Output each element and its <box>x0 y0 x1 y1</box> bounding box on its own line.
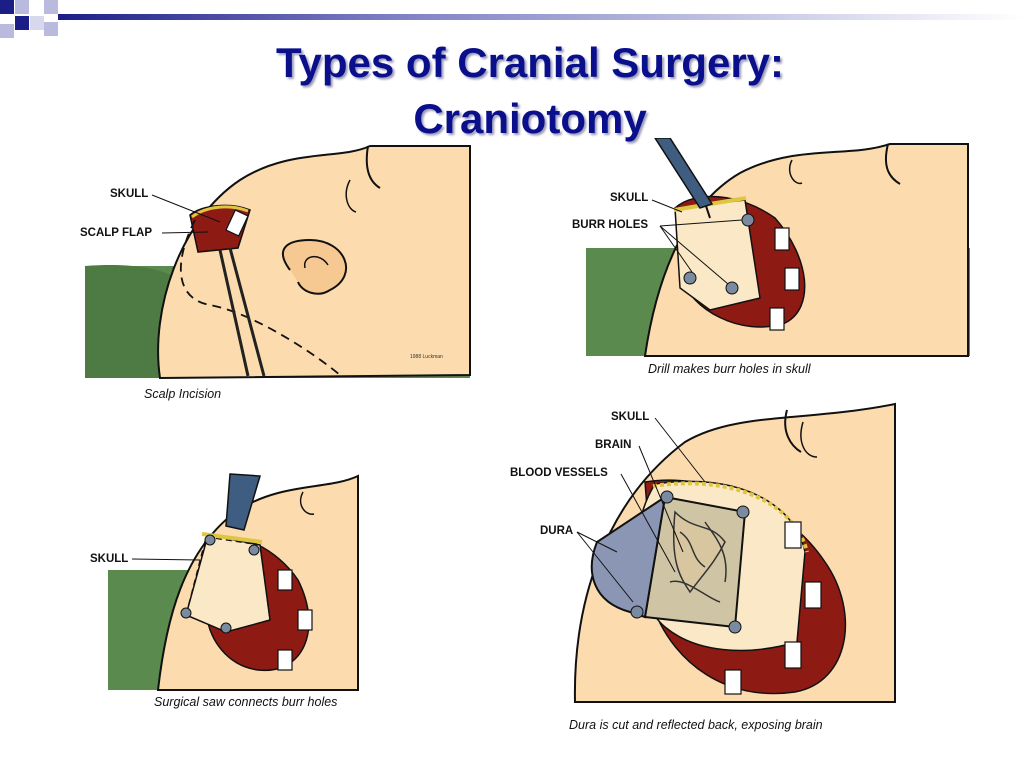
label-skull: SKULL <box>90 553 128 565</box>
label-skull: SKULL <box>610 192 648 204</box>
caption-burr-holes: Drill makes burr holes in skull <box>648 362 811 376</box>
label-scalp-flap: SCALP FLAP <box>80 227 152 239</box>
caption-scalp-incision: Scalp Incision <box>144 387 222 401</box>
slide-subtitle: Craniotomy <box>413 95 647 142</box>
burr-holes-illustration: SKULL BURR HOLES <box>572 138 970 357</box>
slide-decoration <box>0 0 1024 38</box>
panel-scalp-incision: 1988 Luckman SKULL SCALP FLAP Scalp Inci… <box>80 140 480 401</box>
panel-burr-holes: SKULL BURR HOLES Drill makes burr holes … <box>570 138 970 376</box>
surgical-saw-illustration: SKULL <box>90 473 359 691</box>
slide-title: Types of Cranial Surgery: <box>275 39 785 86</box>
label-dura: DURA <box>540 525 573 537</box>
label-brain: BRAIN <box>595 439 631 451</box>
panel-surgical-saw: SKULL Surgical saw connects burr holes <box>88 470 363 709</box>
label-skull: SKULL <box>110 188 148 200</box>
scalp-incision-illustration: 1988 Luckman SKULL SCALP FLAP <box>80 145 471 380</box>
caption-surgical-saw: Surgical saw connects burr holes <box>154 695 338 709</box>
caption-dura-reflected: Dura is cut and reflected back, exposing… <box>569 718 823 732</box>
label-skull: SKULL <box>611 411 649 423</box>
panel-dura-reflected: SKULL BRAIN BLOOD VESSELS DURA Dura is c… <box>505 402 900 732</box>
dura-reflected-illustration: SKULL BRAIN BLOOD VESSELS DURA <box>510 402 896 703</box>
label-burr-holes: BURR HOLES <box>572 219 648 231</box>
illustration-signature: 1988 Luckman <box>410 354 443 360</box>
label-blood-vessels: BLOOD VESSELS <box>510 467 608 479</box>
